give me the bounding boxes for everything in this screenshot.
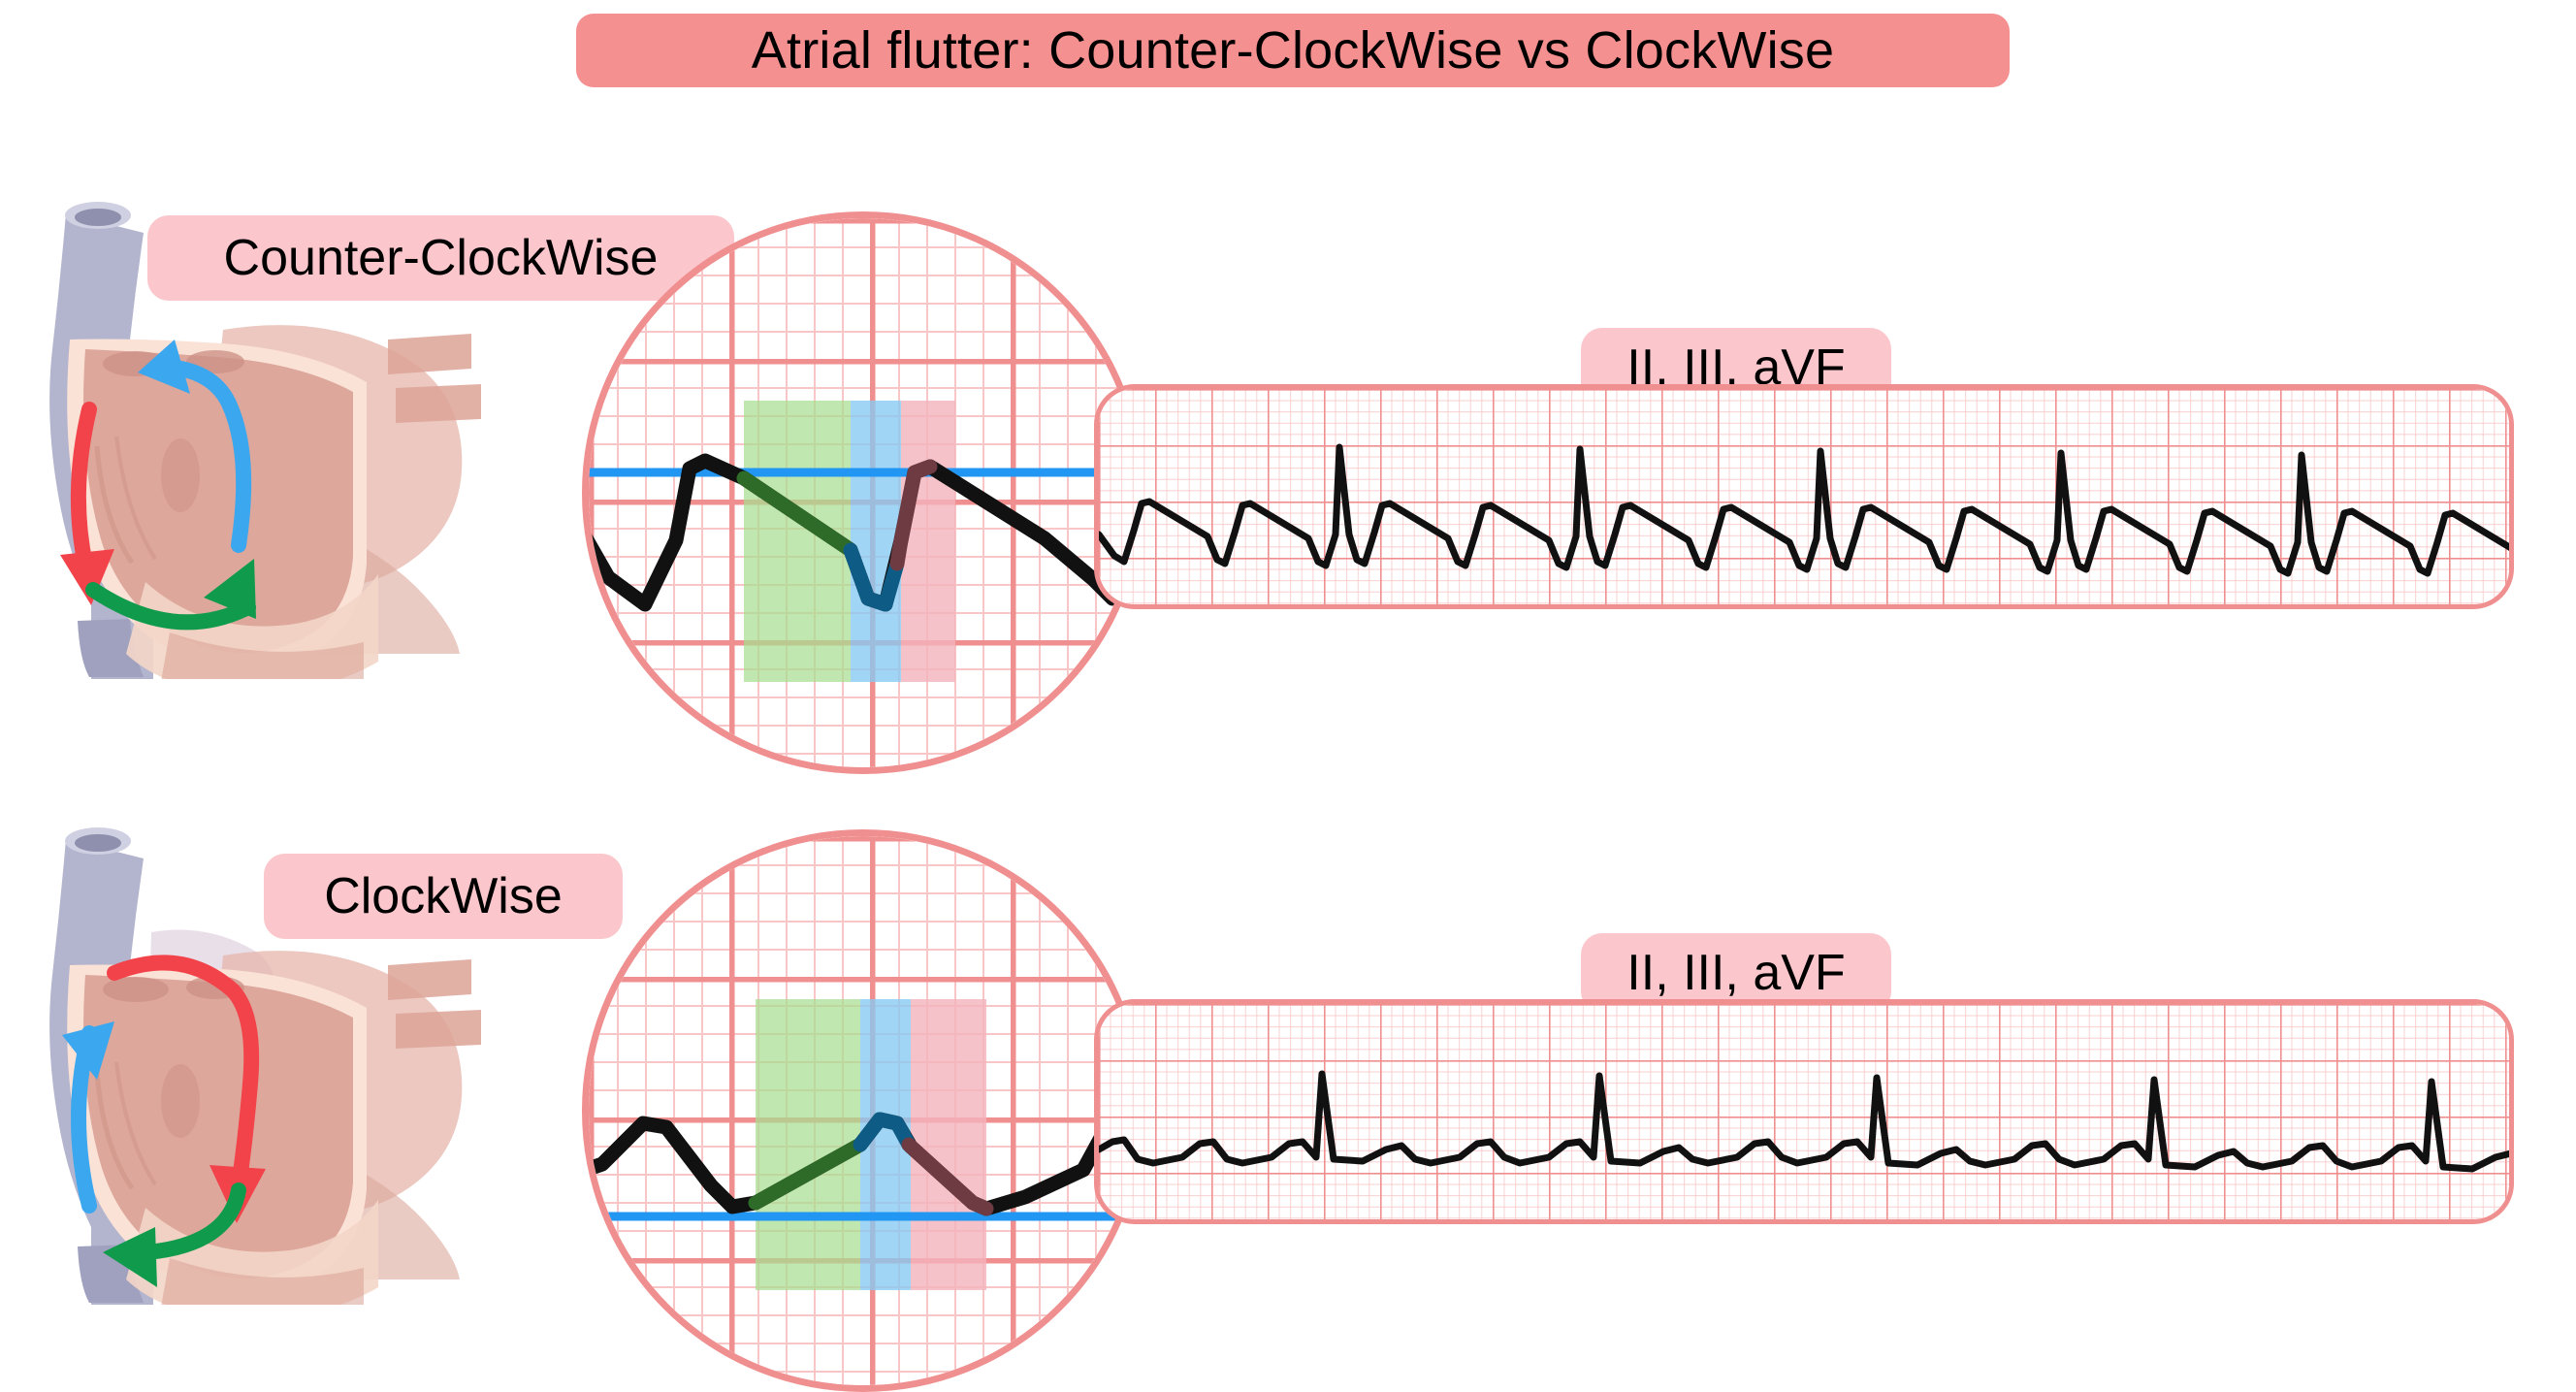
band-slow-ascent (756, 999, 860, 1290)
pectinate-line-b (114, 1061, 157, 1186)
flutter-positive-path-cw (1099, 1070, 2509, 1173)
pulmonary-vein-upper (388, 334, 471, 374)
blue-arrow-head (62, 1021, 114, 1080)
right-ventricle-shape (161, 632, 364, 679)
blue-arrow-shaft (159, 359, 252, 553)
green-arrow-head (103, 1227, 157, 1287)
trace-seg-downstroke (843, 542, 905, 612)
heart-anatomy-counter-clockwise (49, 202, 481, 679)
red-arrow-head (60, 549, 114, 605)
red-arrow-shaft (107, 955, 260, 1181)
magnified-flutter-wave-cw (589, 836, 1138, 1385)
pectinate-line-b (114, 436, 157, 561)
magnifier-clockwise (582, 829, 1144, 1392)
band-upstroke (901, 401, 955, 682)
ecg-trace-counter-clockwise (1099, 389, 2509, 604)
magnifier-counter-clockwise (582, 211, 1144, 774)
band-descent (911, 999, 986, 1290)
fossa-ovalis (161, 438, 200, 512)
ivc-shape (78, 619, 144, 677)
right-ventricle-shape (161, 1258, 364, 1305)
svc-lumen (75, 834, 121, 852)
trace-seg-upstroke (889, 459, 938, 571)
trace-seg-peak (853, 1112, 917, 1152)
reentry-arrow-group-ccw (60, 340, 256, 631)
ecg-strip-counter-clockwise (1094, 384, 2514, 609)
magnified-flutter-wave-ccw (589, 218, 1138, 767)
pectinate-line-a (94, 1071, 135, 1190)
trabecula-a (103, 977, 169, 1002)
right-atrium-cavity (83, 349, 353, 654)
label-counter-clockwise: Counter-ClockWise (147, 215, 734, 301)
blue-arrow-head (138, 340, 190, 394)
pulmonary-vein-upper (388, 959, 471, 1000)
page-title: Atrial flutter: Counter-ClockWise vs Clo… (576, 14, 2010, 87)
green-arrow-shaft (140, 1182, 246, 1260)
heart-anatomy-clockwise (49, 827, 481, 1305)
trace-seg-slow-ascent (748, 1137, 868, 1211)
label-clockwise: ClockWise (264, 854, 623, 939)
pulmonary-vein-lower (396, 1010, 481, 1049)
band-sharp-downstroke (851, 401, 901, 682)
pulmonary-vein-lower (396, 384, 481, 423)
pectinate-line-a (94, 445, 135, 565)
right-atrium-cavity (83, 975, 353, 1279)
trace-seg-descent (901, 1137, 994, 1216)
fossa-ovalis (161, 1064, 200, 1138)
ecg-trace-clockwise (1099, 1004, 2509, 1219)
ecg-strip-clockwise (1094, 999, 2514, 1224)
red-arrow-shaft (70, 402, 97, 572)
strip-grid-bold (1099, 1004, 2509, 1219)
svc-lumen (75, 209, 121, 226)
green-arrow-head (204, 559, 256, 619)
flutter-sawtooth-path-ccw (1099, 443, 2509, 577)
reentry-arrow-group-cw (62, 955, 266, 1287)
trace-seg-slow-descent (736, 470, 858, 558)
green-arrow-shaft (85, 582, 256, 631)
